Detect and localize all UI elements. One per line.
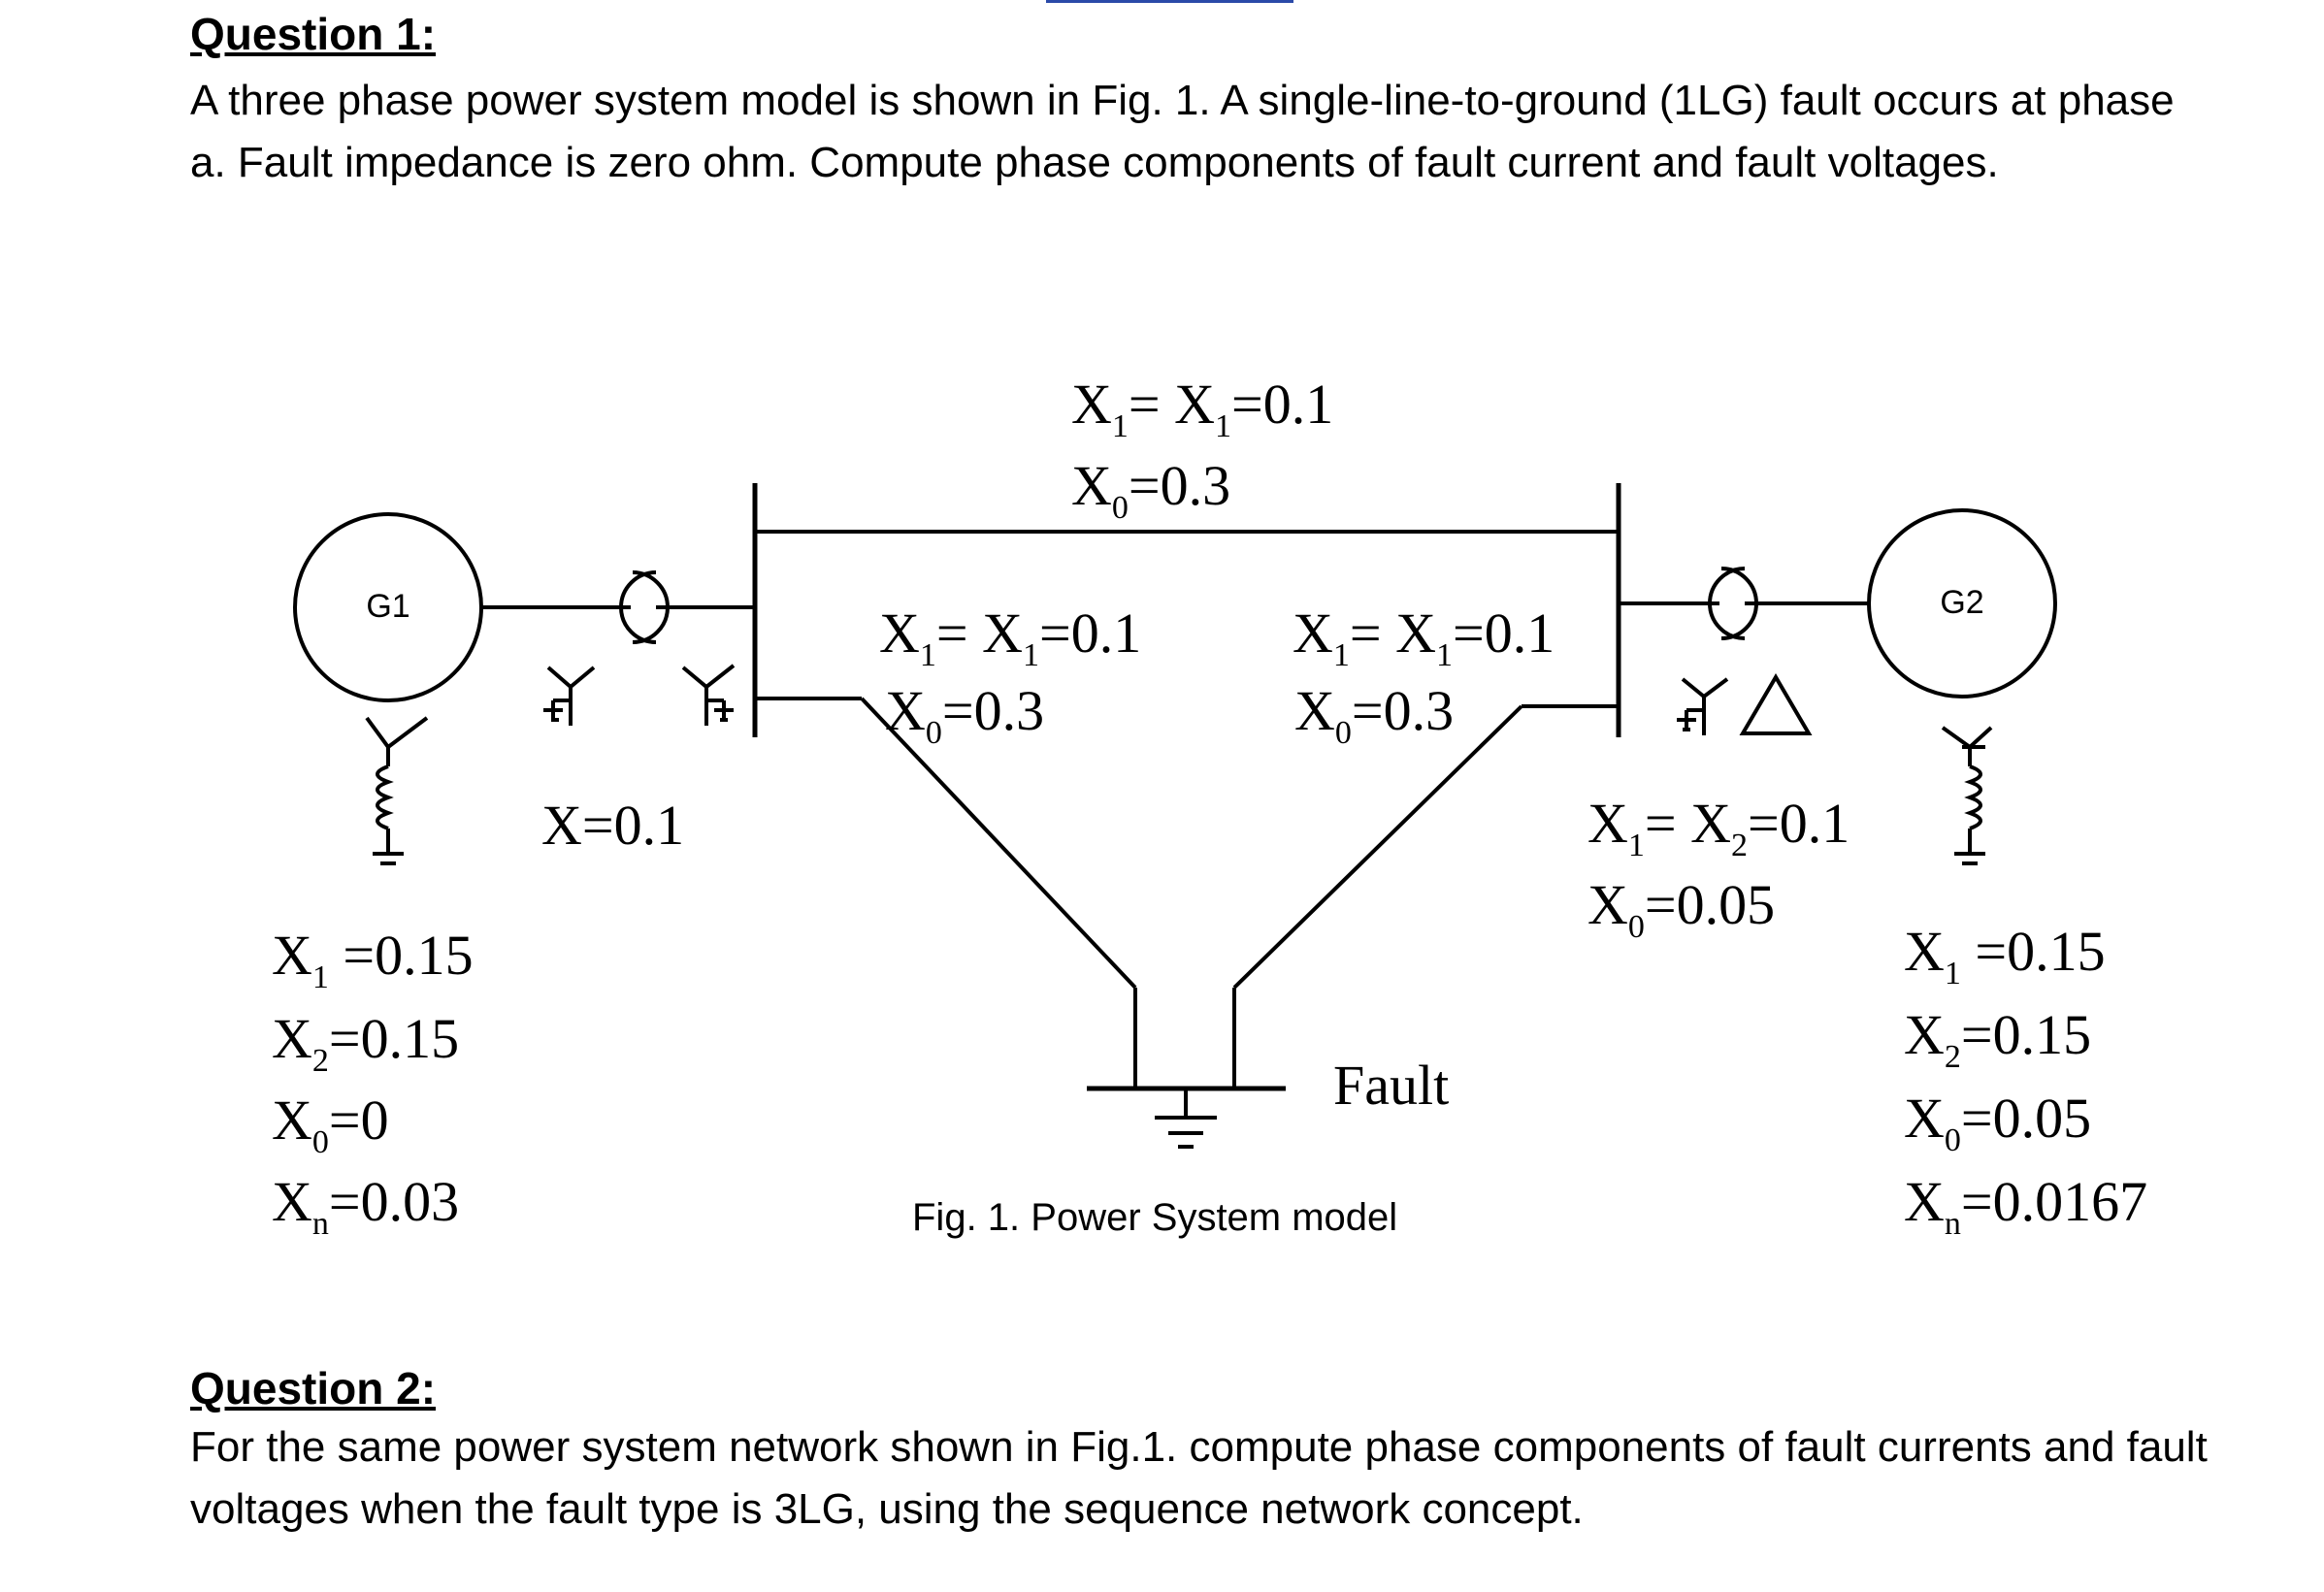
svg-text:X0=0.3: X0=0.3 xyxy=(885,679,1044,751)
svg-text:X1 =0.15: X1 =0.15 xyxy=(272,924,474,995)
svg-text:X2=0.15: X2=0.15 xyxy=(272,1007,459,1079)
svg-text:X1= X1=0.1: X1= X1=0.1 xyxy=(879,601,1141,673)
fault-label: Fault xyxy=(1333,1054,1449,1117)
generator1-params: X1 =0.15 X2=0.15 X0=0 Xn=0.03 xyxy=(272,924,474,1242)
top-line-impedance: X1= X1=0.1 X0=0.3 xyxy=(1071,373,1333,526)
svg-text:X0=0.3: X0=0.3 xyxy=(1294,679,1454,751)
svg-text:X0=0: X0=0 xyxy=(272,1088,389,1160)
question1-heading: Question 1: xyxy=(190,9,437,59)
svg-text:Xn=0.0167: Xn=0.0167 xyxy=(1904,1170,2147,1242)
t1-secondary-wye xyxy=(681,664,736,690)
svg-text:X0=0.05: X0=0.05 xyxy=(1588,873,1775,945)
question1-text: A three phase power system model is show… xyxy=(190,77,2175,186)
svg-text:X1= X1=0.1: X1= X1=0.1 xyxy=(1293,601,1555,673)
question2-text: For the same power system network shown … xyxy=(190,1423,2208,1533)
right-line-impedance: X1= X1=0.1 X0=0.3 xyxy=(1293,601,1555,751)
svg-text:X1 =0.15: X1 =0.15 xyxy=(1904,920,2106,991)
svg-text:Xn=0.03: Xn=0.03 xyxy=(272,1170,459,1242)
left-line-impedance: X1= X1=0.1 X0=0.3 xyxy=(879,601,1141,751)
figure-caption: Fig. 1. Power System model xyxy=(912,1196,1397,1239)
svg-text:X1= X1=0.1: X1= X1=0.1 xyxy=(1071,373,1333,444)
generator1-circle xyxy=(293,512,483,702)
t1-primary-wye xyxy=(546,666,596,690)
transformer1-impedance: X=0.1 xyxy=(541,794,684,857)
svg-text:X0=0.05: X0=0.05 xyxy=(1904,1087,2091,1158)
g1-wye-symbol xyxy=(365,716,429,750)
question2-heading: Question 2: xyxy=(190,1363,437,1413)
t2-primary-wye xyxy=(1681,677,1729,699)
svg-text:X0=0.3: X0=0.3 xyxy=(1071,454,1230,526)
generator2-label: G2 xyxy=(1940,584,1983,621)
generator2-params: X1 =0.15 X2=0.15 X0=0.05 Xn=0.0167 xyxy=(1904,920,2147,1242)
g2-wye-symbol xyxy=(1941,726,1993,750)
g1-neutral-reactor xyxy=(376,764,394,830)
left-transmission-line xyxy=(860,697,1137,990)
svg-text:X1= X2=0.1: X1= X2=0.1 xyxy=(1588,792,1849,863)
top-rule-line xyxy=(1046,0,1293,3)
t2-delta-symbol xyxy=(1739,673,1813,735)
right-transmission-line xyxy=(1232,704,1523,990)
generator1-label: G1 xyxy=(366,588,409,625)
transformer2-impedance: X1= X2=0.1 X0=0.05 xyxy=(1588,792,1849,945)
transformer1-coil-right xyxy=(619,570,657,644)
transformer2-coil-right xyxy=(1708,567,1746,640)
svg-text:X2=0.15: X2=0.15 xyxy=(1904,1003,2091,1075)
g2-neutral-reactor xyxy=(1964,764,1982,830)
